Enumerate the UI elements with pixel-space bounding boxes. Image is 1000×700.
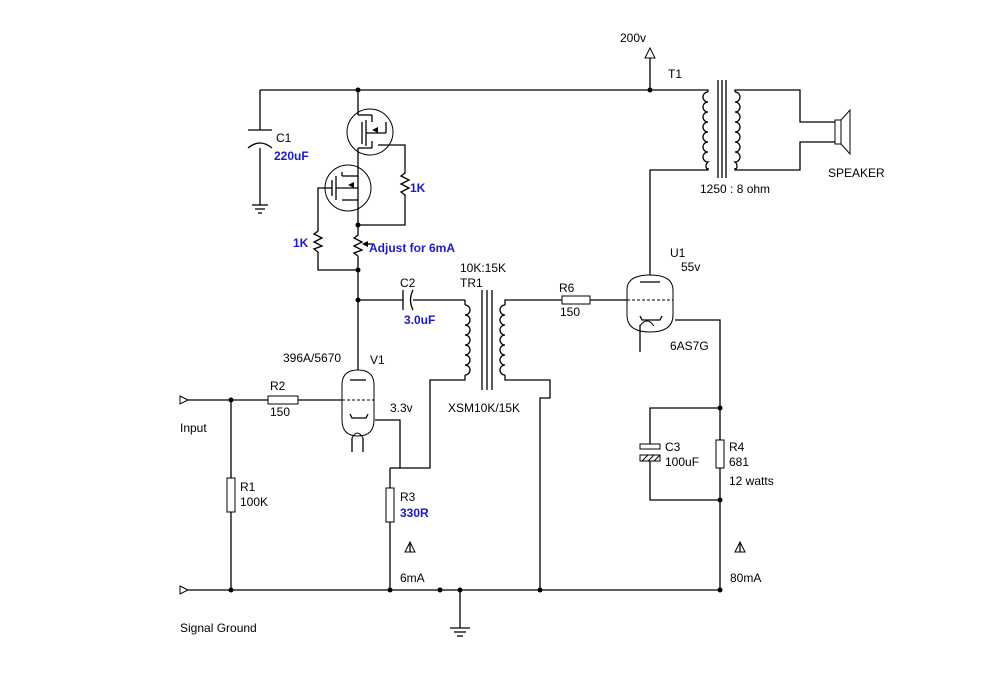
vacuum-tube-u1 — [626, 274, 674, 333]
ground-symbol-c1-icon — [252, 204, 268, 214]
tr1-part-label: XSM10K/15K — [448, 401, 520, 415]
v1-part-label: 396A/5670 — [283, 351, 341, 365]
supply-voltage-label: 200v — [620, 31, 646, 45]
speaker-icon — [834, 108, 851, 156]
current-v1-label: 6mA — [400, 571, 425, 585]
input-terminal-icon — [179, 395, 190, 405]
r2-value-label: 150 — [270, 405, 290, 419]
c2-value-label: 3.0uF — [404, 313, 435, 327]
speaker-label: SPEAKER — [828, 166, 885, 180]
r4-ref-label: R4 — [729, 440, 745, 454]
c2-ref-label: C2 — [400, 276, 416, 290]
signal-ground-label: Signal Ground — [180, 621, 257, 635]
r3-value-label: 330R — [400, 506, 429, 520]
mosfet-upper — [346, 108, 394, 156]
r3-ref-label: R3 — [400, 490, 416, 504]
transformer-t1 — [700, 80, 741, 178]
current-arrow-u1-icon — [734, 540, 746, 553]
r6-value-label: 150 — [560, 305, 580, 319]
mosfet-lower — [324, 164, 372, 212]
resistor-r6 — [561, 295, 591, 305]
ground-terminal-icon — [179, 585, 190, 595]
u1-part-label: 6AS7G — [670, 339, 709, 353]
t1-ref-label: T1 — [668, 67, 682, 81]
u1-voltage-label: 55v — [681, 260, 700, 274]
r2-ref-label: R2 — [270, 379, 286, 393]
wires — [188, 58, 835, 628]
resistor-r4 — [715, 439, 725, 469]
capacitor-c3 — [639, 440, 661, 466]
r-lower-value-label: 1K — [293, 236, 309, 250]
capacitor-c1 — [247, 129, 273, 149]
supply-arrow-icon — [644, 46, 656, 59]
resistor-r2 — [267, 395, 299, 405]
r4-value-label: 681 — [729, 455, 749, 469]
r1-ref-label: R1 — [240, 480, 256, 494]
resistor-1k-upper — [399, 170, 411, 198]
c1-ref-label: C1 — [276, 131, 292, 145]
input-label: Input — [180, 421, 207, 435]
t1-ratio-label: 1250 : 8 ohm — [700, 182, 770, 196]
v1-ref-label: V1 — [370, 353, 385, 367]
capacitor-c2 — [402, 289, 414, 311]
c3-ref-label: C3 — [665, 440, 681, 454]
resistor-1k-lower — [312, 228, 324, 253]
current-arrow-v1-icon — [404, 540, 416, 553]
ground-symbol-main-icon — [450, 627, 470, 637]
c1-value-label: 220uF — [274, 149, 309, 163]
c3-value-label: 100uF — [665, 455, 699, 469]
adjust-label: Adjust for 6mA — [369, 241, 455, 255]
v1-voltage-label: 3.3v — [390, 401, 413, 415]
tr1-ratio-label: 10K:15K — [460, 261, 506, 275]
resistor-r1 — [226, 477, 236, 513]
r1-value-label: 100K — [240, 495, 268, 509]
r6-ref-label: R6 — [559, 281, 575, 295]
resistor-r3 — [385, 487, 395, 523]
potentiometer-adjust — [352, 232, 368, 257]
tr1-ref-label: TR1 — [460, 276, 483, 290]
r-upper-value-label: 1K — [410, 181, 426, 195]
junction-dots — [228, 87, 723, 593]
r4-power-label: 12 watts — [729, 474, 774, 488]
vacuum-tube-v1 — [341, 369, 375, 439]
current-u1-label: 80mA — [730, 571, 761, 585]
u1-ref-label: U1 — [670, 246, 686, 260]
transformer-tr1 — [464, 290, 506, 390]
